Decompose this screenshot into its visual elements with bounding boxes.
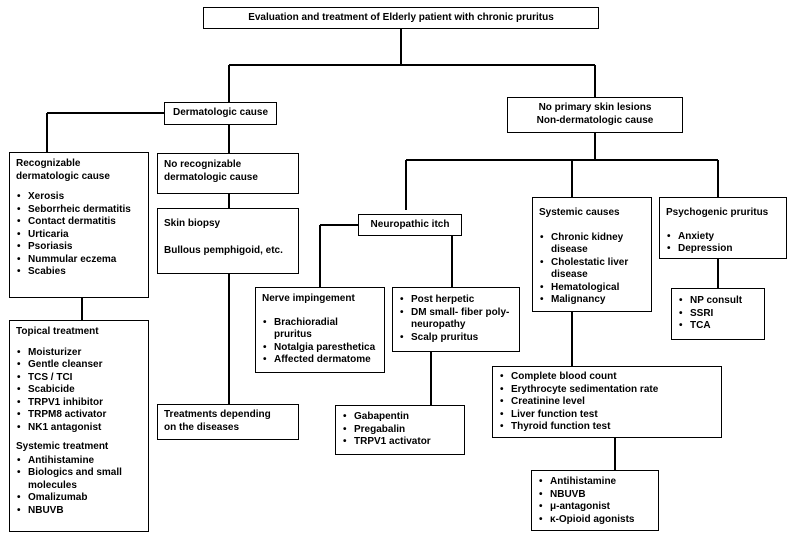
skin-biopsy-box: Skin biopsy Bullous pemphigoid, etc. — [157, 208, 299, 274]
list-item: Creatinine level — [499, 396, 715, 409]
list-item: Gabapentin — [342, 411, 458, 424]
list-item: Liver function test — [499, 409, 715, 422]
list-item: Chronic kidney disease — [539, 232, 631, 257]
topical-heading: Topical treatment — [16, 326, 99, 337]
treatments-depending-box: Treatments depending on the diseases — [157, 404, 299, 440]
skin-biopsy-label: Skin biopsy — [164, 218, 221, 229]
list-item: Notalgia paresthetica — [262, 342, 378, 355]
list-item: Antihistamine — [538, 476, 652, 489]
list-item: NP consult — [678, 295, 758, 308]
lab-tests-box: Complete blood count Erythrocyte sedimen… — [492, 366, 722, 438]
list-item: Scabies — [16, 266, 142, 279]
psychogenic-treatment-box: NP consult SSRI TCA — [671, 288, 765, 340]
list-item: Seborrheic dermatitis — [16, 204, 142, 217]
no-recognizable-cause-box: No recognizable dermatologic cause — [157, 153, 299, 194]
nonderm-line-2: Non-dermatologic cause — [536, 114, 654, 126]
list-item: Moisturizer — [16, 347, 142, 360]
recognizable-heading-1: Recognizable — [16, 158, 81, 169]
list-item: Depression — [666, 243, 780, 256]
list-item: κ-Opioid agonists — [538, 514, 652, 527]
non-dermatologic-box: No primary skin lesions Non-dermatologic… — [507, 97, 683, 133]
list-item: Omalizumab — [16, 492, 142, 505]
chart-title: Evaluation and treatment of Elderly pati… — [248, 12, 554, 23]
systemic-heading: Systemic treatment — [16, 441, 109, 452]
list-item: Biologics and small molecules — [16, 467, 136, 492]
post-herpetic-box: Post herpetic DM small- fiber poly-neuro… — [392, 287, 520, 352]
list-item: Anxiety — [666, 231, 780, 244]
list-item: Gentle cleanser — [16, 359, 142, 372]
dermatologic-cause-label: Dermatologic cause — [172, 107, 269, 118]
list-item: TRPV1 inhibitor — [16, 397, 142, 410]
list-item: Pregabalin — [342, 424, 458, 437]
nonderm-line-1: No primary skin lesions — [538, 102, 652, 113]
bullous-pemphigoid-label: Bullous pemphigoid, etc. — [164, 244, 283, 256]
list-item: μ-antagonist — [538, 501, 652, 514]
no-recognizable-line-2: dermatologic cause — [164, 171, 258, 183]
systemic-treatment-box: Antihistamine NBUVB μ-antagonist κ-Opioi… — [531, 470, 659, 531]
list-item: TRPV1 activator — [342, 436, 458, 449]
list-item: Antihistamine — [16, 455, 142, 468]
list-item: Contact dermatitis — [16, 216, 142, 229]
list-item: Complete blood count — [499, 371, 715, 384]
recognizable-heading-2: dermatologic cause — [16, 170, 110, 182]
list-item: Thyroid function test — [499, 421, 715, 434]
list-item: Malignancy — [539, 294, 645, 307]
list-item: NK1 antagonist — [16, 422, 142, 435]
treatments-depending-line-1: Treatments depending — [164, 409, 271, 420]
list-item: DM small- fiber poly-neuropathy — [399, 307, 513, 332]
list-item: Urticaria — [16, 229, 142, 242]
neuropathic-itch-label: Neuropathic itch — [370, 219, 450, 230]
nerve-impingement-heading: Nerve impingement — [262, 293, 355, 304]
list-item: Brachioradial pruritus — [262, 317, 354, 342]
systemic-causes-heading: Systemic causes — [539, 207, 620, 218]
psychogenic-pruritus-box: Psychogenic pruritus Anxiety Depression — [659, 197, 787, 259]
list-item: Psoriasis — [16, 241, 142, 254]
list-item: Post herpetic — [399, 294, 513, 307]
list-item: TCA — [678, 320, 758, 333]
list-item: Affected dermatome — [262, 354, 378, 367]
list-item: Nummular eczema — [16, 254, 142, 267]
recognizable-cause-box: Recognizable dermatologic cause Xerosis … — [9, 152, 149, 298]
title-box: Evaluation and treatment of Elderly pati… — [203, 7, 599, 29]
treatment-box: Topical treatment Moisturizer Gentle cle… — [9, 320, 149, 532]
list-item: Erythrocyte sedimentation rate — [499, 384, 715, 397]
treatments-depending-line-2: on the diseases — [164, 421, 240, 433]
list-item: NBUVB — [538, 489, 652, 502]
list-item: Xerosis — [16, 191, 142, 204]
list-item: Scalp pruritus — [399, 332, 513, 345]
neuropathic-treatment-box: Gabapentin Pregabalin TRPV1 activator — [335, 405, 465, 455]
neuropathic-itch-box: Neuropathic itch — [358, 214, 462, 236]
systemic-causes-box: Systemic causes Chronic kidney disease C… — [532, 197, 652, 312]
dermatologic-cause-box: Dermatologic cause — [164, 102, 277, 125]
list-item: Scabicide — [16, 384, 142, 397]
no-recognizable-line-1: No recognizable — [164, 159, 242, 170]
list-item: NBUVB — [16, 505, 142, 518]
nerve-impingement-box: Nerve impingement Brachioradial pruritus… — [255, 287, 385, 373]
list-item: TCS / TCI — [16, 372, 142, 385]
list-item: TRPM8 activator — [16, 409, 142, 422]
psychogenic-heading: Psychogenic pruritus — [666, 207, 769, 218]
list-item: Hematological — [539, 282, 645, 295]
list-item: Cholestatic liver disease — [539, 257, 631, 282]
list-item: SSRI — [678, 308, 758, 321]
